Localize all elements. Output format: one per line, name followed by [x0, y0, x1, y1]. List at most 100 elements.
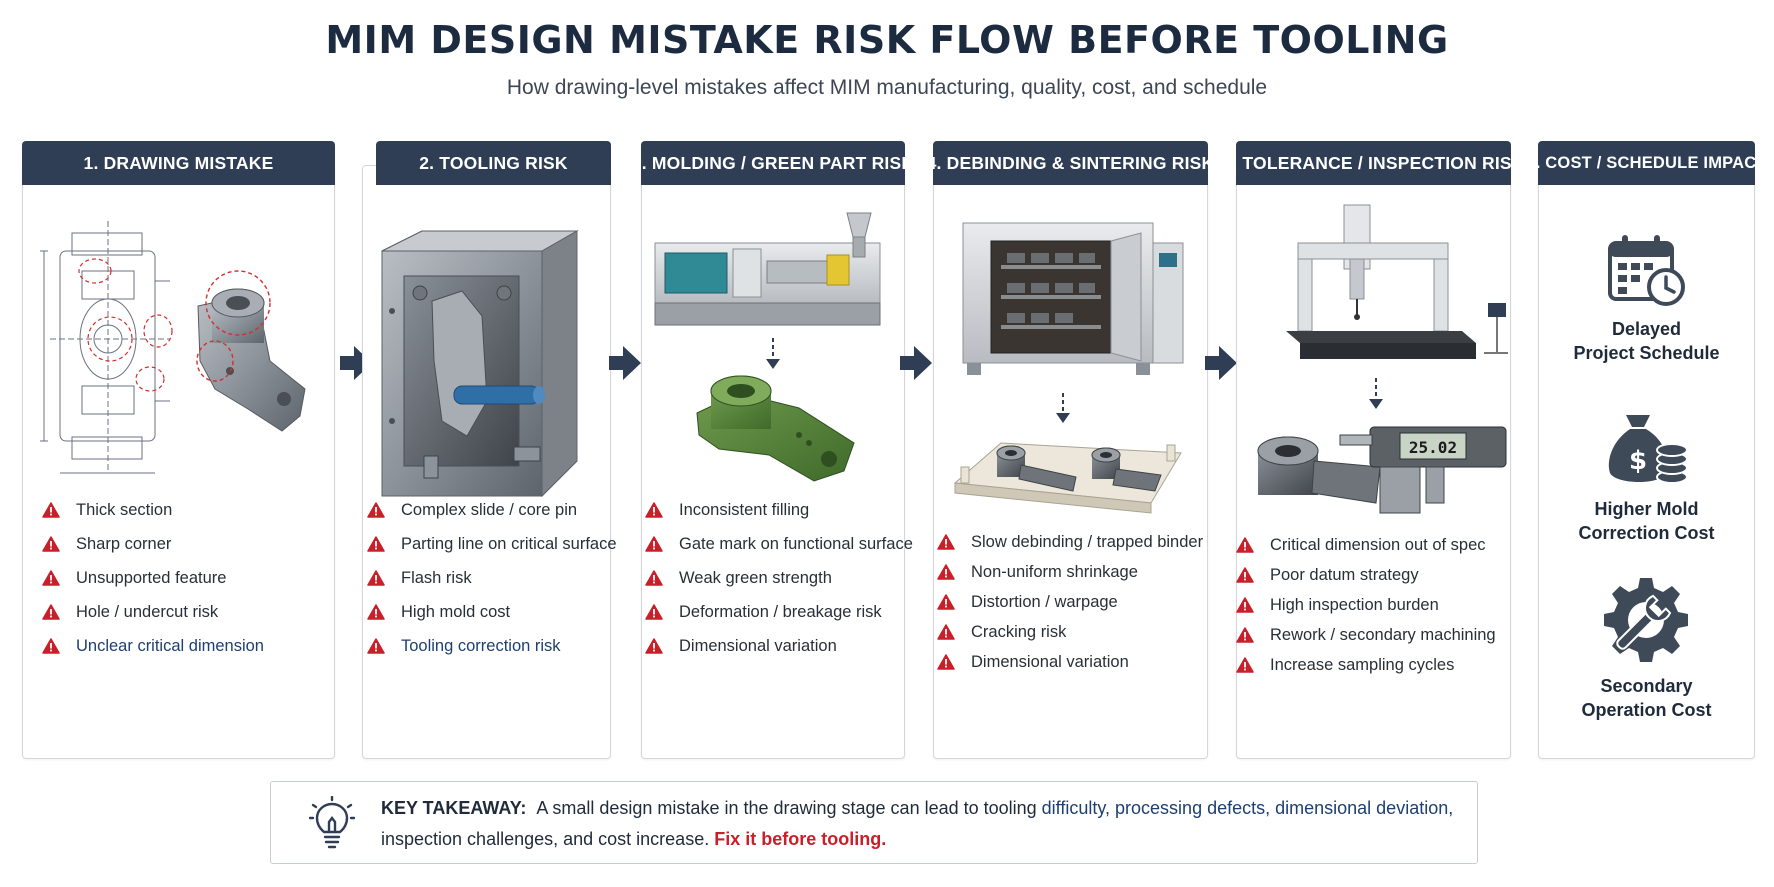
flow-arrow-icon — [607, 344, 643, 382]
risk-item: Weak green strength — [645, 561, 899, 595]
takeaway-highlight: difficulty, processing defects, dimensio… — [1041, 798, 1454, 818]
stage-tooling-risk: 2. TOOLING RISK Complex slide / core pin… — [362, 141, 617, 759]
warning-icon — [42, 536, 60, 552]
risk-list: Complex slide / core pin Parting line on… — [367, 493, 617, 663]
risk-item: Flash risk — [367, 561, 605, 595]
warning-icon — [42, 502, 60, 518]
warning-icon — [367, 502, 385, 518]
impact-label: Correction Cost — [1578, 523, 1715, 543]
molding-machine-illustration — [654, 212, 881, 482]
risk-item: High inspection burden — [1236, 590, 1505, 620]
risk-item: Dimensional variation — [937, 647, 1202, 677]
warning-icon — [937, 654, 955, 670]
gear-wrench-icon — [1603, 578, 1688, 662]
stage-sintering-risk: 4. DEBINDING & SINTERING RISK — [927, 141, 1214, 759]
warning-icon — [645, 604, 663, 620]
risk-item: Distortion / warpage — [937, 587, 1202, 617]
risk-item: Inconsistent filling — [645, 493, 899, 527]
lightbulb-icon — [309, 796, 355, 849]
warning-icon — [1236, 627, 1254, 643]
stage-header: 5. TOLERANCE / INSPECTION RISK — [1222, 141, 1524, 185]
impact-label: Delayed — [1611, 319, 1682, 339]
svg-text:$: $ — [1628, 446, 1646, 476]
takeaway-line-1: KEY TAKEAWAY: A small design mistake in t… — [381, 798, 1453, 819]
risk-item: Unsupported feature — [42, 561, 329, 595]
risk-item: Poor datum strategy — [1236, 560, 1505, 590]
warning-icon — [645, 570, 663, 586]
risk-list: Slow debinding / trapped binder Non-unif… — [937, 527, 1203, 677]
warning-icon — [367, 604, 385, 620]
risk-item: High mold cost — [367, 595, 605, 629]
risk-list: Critical dimension out of spec Poor datu… — [1236, 530, 1505, 680]
warning-icon — [367, 536, 385, 552]
cmm-inspection-illustration: 25.02 — [1257, 204, 1508, 514]
flow-arrow-icon — [1203, 344, 1239, 382]
risk-item: Dimensional variation — [645, 629, 899, 663]
warning-icon — [367, 570, 385, 586]
risk-list: Inconsistent filling Gate mark on functi… — [645, 493, 913, 663]
key-takeaway-box: KEY TAKEAWAY: A small design mistake in t… — [270, 781, 1478, 864]
page-subtitle: How drawing-level mistakes affect MIM ma… — [506, 76, 1268, 99]
money-bag-icon: $ — [1608, 415, 1688, 484]
warning-icon — [937, 594, 955, 610]
warning-icon — [937, 534, 955, 550]
impact-label: Secondary — [1600, 676, 1693, 696]
warning-icon — [645, 536, 663, 552]
technical-drawing-illustration — [40, 221, 306, 474]
calendar-clock-icon — [1607, 235, 1685, 306]
risk-item: Thick section — [42, 493, 329, 527]
takeaway-line-2: inspection challenges, and cost increase… — [381, 829, 886, 850]
warning-icon — [42, 604, 60, 620]
risk-item: Non-uniform shrinkage — [937, 557, 1202, 587]
risk-item: Unclear critical dimension — [42, 629, 329, 663]
risk-item: Sharp corner — [42, 527, 329, 561]
takeaway-text: A small design mistake in the drawing st… — [536, 798, 1042, 818]
stage-inspection-risk: 5. TOLERANCE / INSPECTION RISK 25.02 — [1222, 141, 1524, 759]
risk-item: Gate mark on functional surface — [645, 527, 913, 561]
risk-item: Tooling correction risk — [367, 629, 605, 663]
stage-header: 2. TOOLING RISK — [376, 141, 611, 185]
stage-header: 1. DRAWING MISTAKE — [22, 141, 335, 185]
risk-item: Cracking risk — [937, 617, 1202, 647]
mold-tool-illustration — [381, 230, 579, 498]
impact-label: Operation Cost — [1581, 700, 1712, 720]
stage-header: 3. MOLDING / GREEN PART RISK — [632, 141, 914, 185]
warning-icon — [645, 502, 663, 518]
impact-label: Project Schedule — [1573, 343, 1720, 363]
risk-item: Hole / undercut risk — [42, 595, 329, 629]
warning-icon — [367, 638, 385, 654]
takeaway-label: KEY TAKEAWAY: — [381, 798, 527, 818]
risk-item: Complex slide / core pin — [367, 493, 605, 527]
risk-item: Critical dimension out of spec — [1236, 530, 1505, 560]
takeaway-text: inspection challenges, and cost increase… — [381, 829, 715, 849]
warning-icon — [937, 564, 955, 580]
warning-icon — [42, 638, 60, 654]
stage-header: 6. COST / SCHEDULE IMPACT — [1526, 141, 1766, 185]
risk-list: Thick section Sharp corner Unsupported f… — [42, 493, 329, 663]
warning-icon — [1236, 597, 1254, 613]
page-title: MIM DESIGN MISTAKE RISK FLOW BEFORE TOOL… — [325, 18, 1449, 62]
stage-molding-risk: 3. MOLDING / GREEN PART RISK Inconsisten… — [632, 141, 914, 759]
caliper-reading: 25.02 — [1409, 438, 1457, 457]
stage-drawing-mistake: 1. DRAWING MISTAKE — [22, 141, 335, 759]
warning-icon — [645, 638, 663, 654]
impact-label: Higher Mold — [1594, 499, 1699, 519]
warning-icon — [42, 570, 60, 586]
risk-item: Slow debinding / trapped binder — [937, 527, 1203, 557]
warning-icon — [1236, 567, 1254, 583]
stage-card — [22, 165, 335, 759]
warning-icon — [1236, 657, 1254, 673]
stage-header: 4. DEBINDING & SINTERING RISK — [927, 141, 1214, 185]
warning-icon — [937, 624, 955, 640]
warning-icon — [1236, 537, 1254, 553]
takeaway-callout: Fix it before tooling. — [714, 829, 887, 849]
sintering-furnace-illustration — [953, 222, 1184, 514]
risk-item: Increase sampling cycles — [1236, 650, 1505, 680]
risk-item: Rework / secondary machining — [1236, 620, 1505, 650]
flow-arrow-icon — [898, 344, 934, 382]
risk-item: Parting line on critical surface — [367, 527, 617, 561]
